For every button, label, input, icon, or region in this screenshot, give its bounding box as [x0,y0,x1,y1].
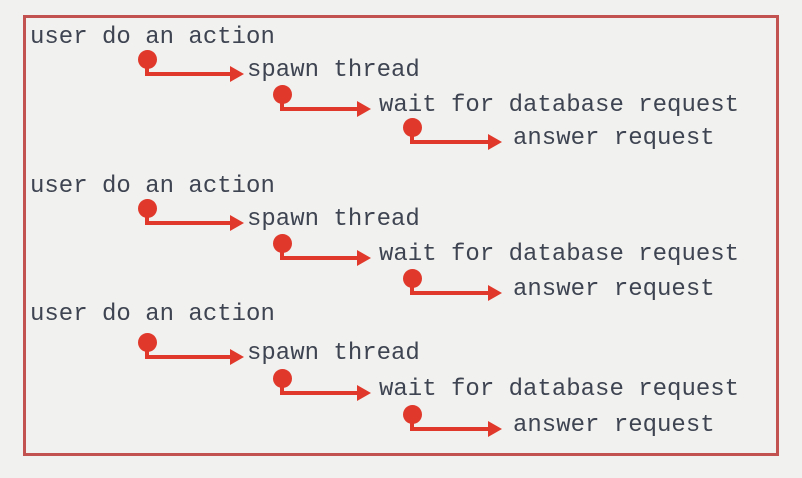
diagram-frame [23,15,779,456]
